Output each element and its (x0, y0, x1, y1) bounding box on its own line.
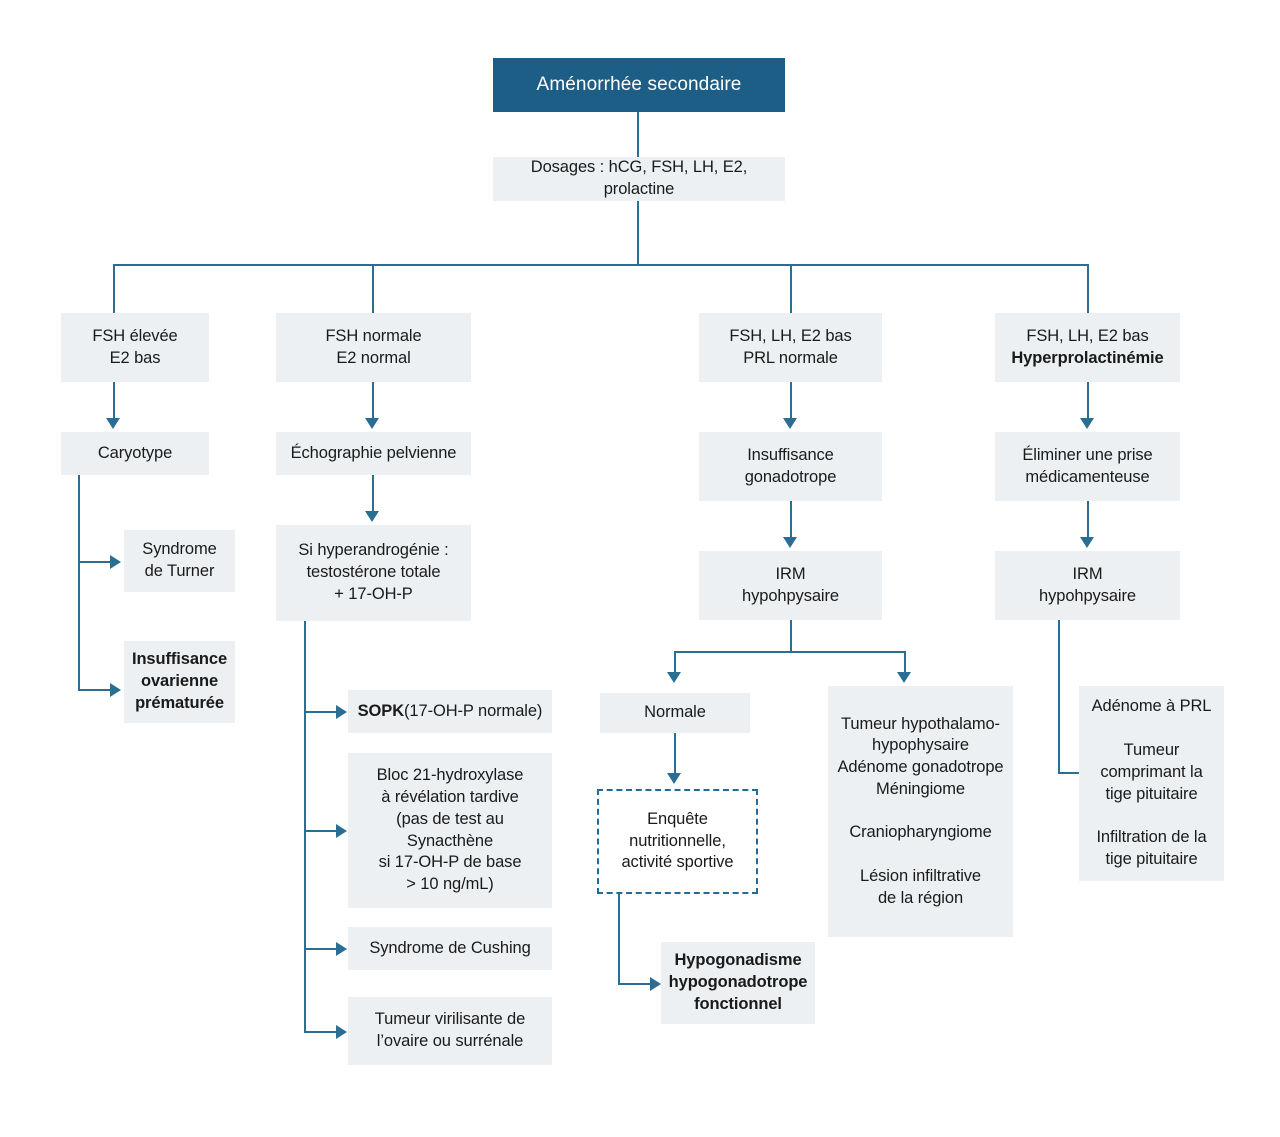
connector-irm3-left-drop (674, 651, 676, 679)
node-branch2-tumeur-virilisante[interactable]: Tumeur virilisante de l’ovaire ou surrén… (348, 997, 552, 1065)
connector-spine-to-cushing (304, 948, 336, 950)
connector-spine-to-bloc21 (304, 830, 336, 832)
arrow-right-icon (336, 705, 347, 719)
connector-bus-drop-col4 (1087, 264, 1089, 313)
node-branch2-sopk-bold-label: SOPK (357, 701, 405, 720)
node-branch3-insuffisance-gonadotrope[interactable]: Insuffisance gonadotrope (699, 432, 882, 501)
connector-caryotype-spine (78, 475, 80, 690)
connector-echographie-to-hyperandrogenie (372, 475, 374, 515)
arrow-right-icon (650, 977, 661, 991)
node-branch2-sopk[interactable]: SOPK (17-OH-P normale) (348, 690, 552, 733)
node-workup-dosages[interactable]: Dosages : hCG, FSH, LH, E2, prolactine (493, 157, 785, 201)
arrow-right-icon (110, 555, 121, 569)
connector-irm4-spine (1058, 620, 1060, 774)
arrow-down-icon (365, 418, 379, 429)
connector-caryotype-to-ioP (78, 689, 110, 691)
arrow-right-icon (110, 683, 121, 697)
node-branch1-label-fsh-elevee[interactable]: FSH élevée E2 bas (61, 313, 209, 382)
connector-enquete-spine (618, 894, 620, 985)
node-branch2-bloc-21-hydroxylase[interactable]: Bloc 21-hydroxylase à révélation tardive… (348, 753, 552, 908)
connector-branch1-to-caryotype (113, 382, 115, 422)
connector-spine-to-tumeur-virilisante (304, 1031, 336, 1033)
arrow-down-icon (1080, 418, 1094, 429)
node-branch4-label-line2: Hyperprolactinémie (1011, 348, 1164, 367)
connector-irm3-right-drop (904, 651, 906, 679)
connector-branch3-to-insuffisance (790, 382, 792, 422)
connector-enquete-to-hypogonadisme (618, 983, 650, 985)
connector-bus-drop-col1 (113, 264, 115, 313)
connector-bus-drop-col3 (790, 264, 792, 313)
arrow-right-icon (336, 1025, 347, 1039)
connector-workup-stem (637, 201, 639, 265)
arrow-down-icon (106, 418, 120, 429)
node-root-amenorrhee-secondaire[interactable]: Aménorrhée secondaire (493, 58, 785, 112)
connector-irm3-stem (790, 620, 792, 652)
node-branch4-irm-hypophysaire[interactable]: IRM hypohpysaire (995, 551, 1180, 620)
node-branch1-syndrome-de-turner[interactable]: Syndrome de Turner (124, 530, 235, 592)
node-branch1-caryotype[interactable]: Caryotype (61, 432, 209, 475)
connector-branch2-spine (304, 621, 306, 1033)
node-branch4-label-hyperprolactinemie[interactable]: FSH, LH, E2 bas Hyperprolactinémie (995, 313, 1180, 382)
node-branch1-insuffisance-ovarienne-prematuree[interactable]: Insuffisance ovarienne prématurée (124, 641, 235, 723)
node-branch4-label-line1: FSH, LH, E2 bas (1026, 326, 1149, 345)
node-branch2-syndrome-de-cushing[interactable]: Syndrome de Cushing (348, 927, 552, 970)
node-branch3-enquete-nutritionnelle[interactable]: Enquête nutritionnelle, activité sportiv… (597, 789, 758, 894)
arrow-down-icon (365, 511, 379, 522)
node-branch2-si-hyperandrogenie[interactable]: Si hyperandrogénie : testostérone totale… (276, 525, 471, 621)
node-branch3-irm-hypophysaire[interactable]: IRM hypohpysaire (699, 551, 882, 620)
connector-root-to-workup (637, 112, 639, 157)
node-branch3-tumeur-hypothalamo-hypophysaire[interactable]: Tumeur hypothalamo- hypophysaire Adénome… (828, 686, 1013, 937)
arrow-down-icon (783, 537, 797, 548)
node-branch2-sopk-detail: (17-OH-P normale) (404, 701, 543, 720)
connector-spine-to-sopk (304, 711, 336, 713)
arrow-down-icon (667, 773, 681, 784)
arrow-down-icon (783, 418, 797, 429)
arrow-right-icon (336, 942, 347, 956)
node-branch3-irm-normale[interactable]: Normale (600, 693, 750, 733)
arrow-down-icon (1080, 537, 1094, 548)
connector-insuffisance-to-irm (790, 501, 792, 541)
connector-distribution-bus (113, 264, 1089, 266)
connector-bus-drop-col2 (372, 264, 374, 313)
node-branch4-adenome-a-prl[interactable]: Adénome à PRL Tumeur comprimant la tige … (1079, 686, 1224, 881)
connector-eliminer-to-irm (1087, 501, 1089, 541)
node-branch2-label-fsh-normale[interactable]: FSH normale E2 normal (276, 313, 471, 382)
connector-caryotype-to-turner (78, 561, 110, 563)
node-branch2-echographie-pelvienne[interactable]: Échographie pelvienne (276, 432, 471, 475)
arrow-right-icon (336, 824, 347, 838)
connector-branch4-to-eliminer (1087, 382, 1089, 422)
connector-branch2-to-echographie (372, 382, 374, 422)
arrow-down-icon (897, 672, 911, 683)
connector-normale-to-enquete (674, 733, 676, 777)
connector-irm3-split-bus (674, 651, 906, 653)
node-branch3-label-prl-normale[interactable]: FSH, LH, E2 bas PRL normale (699, 313, 882, 382)
arrow-down-icon (667, 672, 681, 683)
connector-irm4-to-adenome (1058, 772, 1090, 774)
node-branch4-eliminer-prise-medicamenteuse[interactable]: Éliminer une prise médicamenteuse (995, 432, 1180, 501)
node-branch3-hypogonadisme-fonctionnel[interactable]: Hypogonadisme hypogonadotrope fonctionne… (661, 942, 815, 1024)
